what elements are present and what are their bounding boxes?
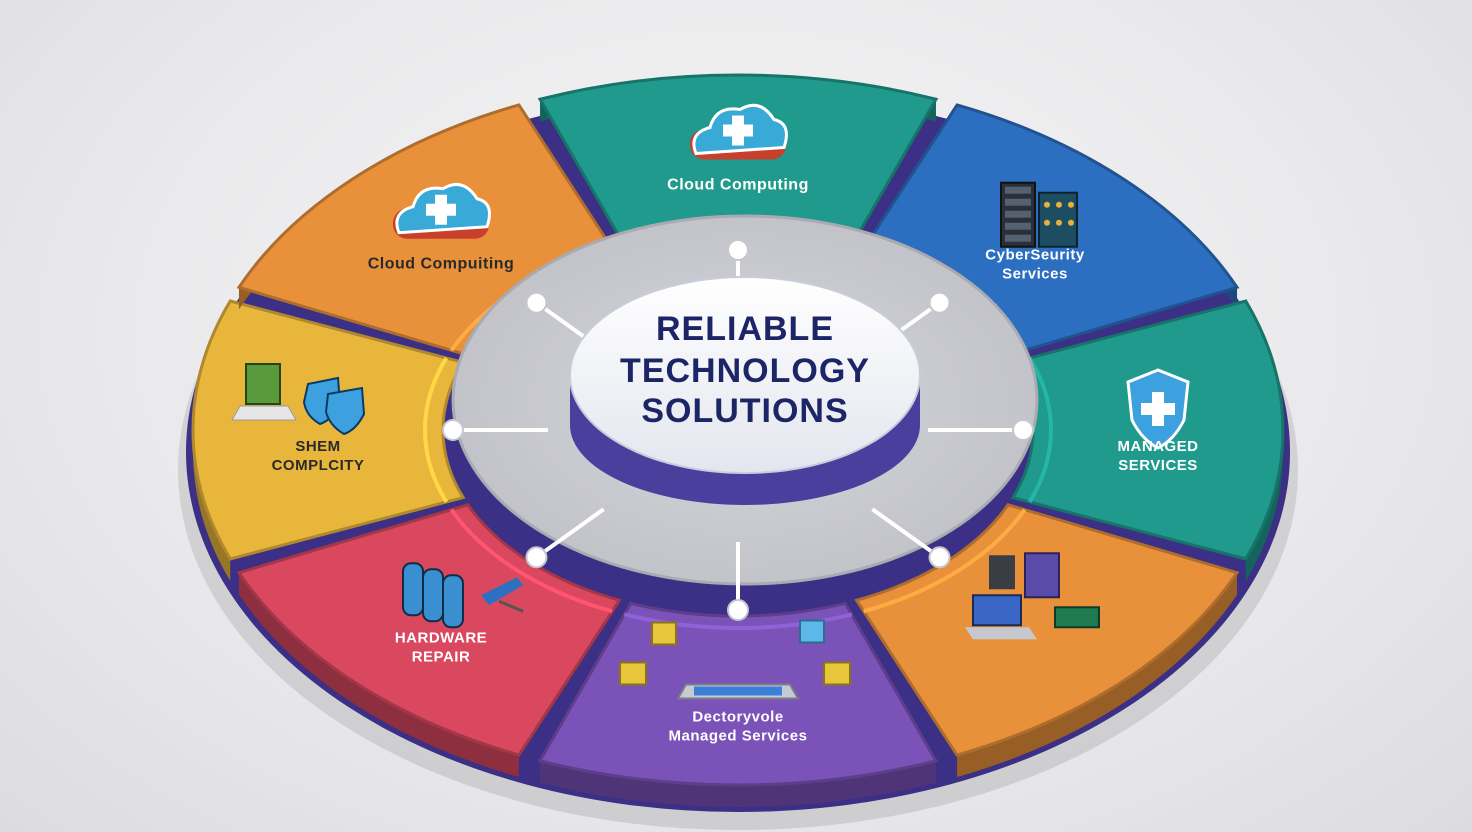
segment-label-right-line-2: SERVICES (1118, 457, 1198, 474)
inner-floor-rim (451, 214, 1039, 586)
segment-lip-bottom-left (449, 508, 613, 614)
segment-label-top-left-line-1: Cloud Compuiting (368, 256, 515, 273)
segment-face-bottom-left (236, 503, 622, 757)
segment-label-top-right-line-1: CyberSeurity (985, 247, 1085, 264)
segment-label-right-line-1: MANAGED (1118, 438, 1199, 455)
segment-label-left-line-1: SHEM (295, 438, 340, 455)
connector-node-top (727, 239, 749, 261)
network-switch-icon-bottom (619, 619, 851, 700)
cloud-icon-top (690, 103, 788, 160)
segment-wall-bottom (540, 760, 936, 807)
segment-lip-left (423, 357, 449, 503)
segment-bottom-left[interactable] (236, 503, 622, 778)
central-hub: RELIABLE TECHNOLOGY SOLUTIONS (569, 276, 921, 505)
segment-label-bottom-left-line-2: REPAIR (412, 648, 471, 665)
server-rack-icon-top-right (999, 181, 1078, 248)
hardware-parts-icon-bottom-right (964, 552, 1100, 640)
connector-node-bottom-left (525, 546, 548, 569)
hub-title-line-1: RELIABLE (656, 310, 834, 348)
connector-line-bottom-right (871, 507, 941, 559)
icons-layer (231, 103, 1190, 700)
shield-icon-right (1126, 368, 1190, 450)
laptop-shield-icon-left (231, 363, 366, 436)
segment-bottom-right[interactable] (854, 503, 1240, 778)
segment-lip-bottom-right (863, 508, 1027, 614)
server-stack-icon-bottom-left (402, 562, 524, 629)
labels-layer: Cloud ComputingCyberSeurityServicesMANAG… (272, 177, 1199, 745)
connector-node-bottom (727, 599, 749, 621)
connector-node-top-right (928, 291, 951, 314)
hub-top (569, 276, 921, 474)
segment-wall-bottom-right (957, 572, 1238, 778)
connector-node-top-left (525, 291, 548, 314)
segment-label-top-line-1: Cloud Computing (667, 177, 809, 194)
connector-line-bottom-left (535, 507, 605, 559)
segment-label-top-right-line-2: Services (1002, 266, 1068, 283)
hub-title-line-2: TECHNOLOGY (620, 352, 870, 390)
segment-label-bottom-line-2: Managed Services (669, 728, 808, 745)
hub-title-line-3: SOLUTIONS (641, 392, 848, 430)
segment-lip-right (1027, 357, 1053, 503)
segment-wall-bottom-left (238, 572, 519, 778)
connector-node-left (442, 419, 464, 441)
segment-label-left-line-2: COMPLCITY (272, 457, 365, 474)
connector-node-bottom-right (928, 546, 951, 569)
connector-node-right (1012, 419, 1034, 441)
cloud-icon-top-left (393, 183, 491, 239)
segment-label-bottom-left-line-1: HARDWARE (395, 629, 487, 646)
segment-label-bottom-line-1: Dectoryvole (692, 709, 783, 726)
segment-face-bottom-right (854, 503, 1240, 757)
